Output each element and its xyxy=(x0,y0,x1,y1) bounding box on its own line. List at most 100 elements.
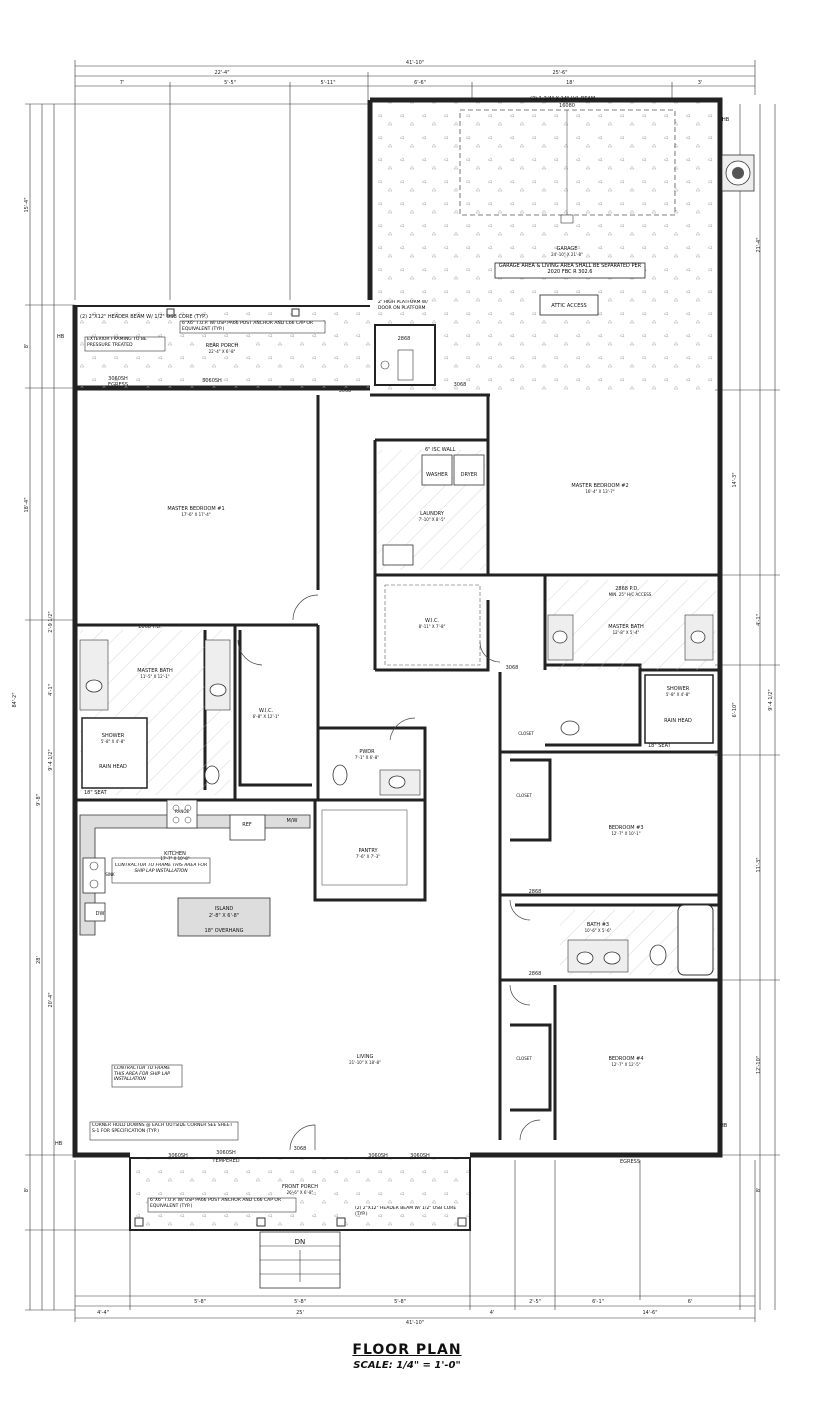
left-dim-label: 4'-1" xyxy=(48,684,54,696)
attic-access: ATTIC ACCESS xyxy=(551,303,586,309)
dim-bottom-d5: 14'-6" xyxy=(642,1310,657,1316)
sink-icon xyxy=(209,683,227,697)
washer xyxy=(421,454,453,486)
front-porch-name: FRONT PORCH xyxy=(282,1184,318,1190)
floor-drain-icon xyxy=(380,360,390,370)
kitchen-note: CONTRACTOR TO FRAME THIS AREA FOR SHIP L… xyxy=(114,863,208,874)
egress-rear-1: EGRESS xyxy=(108,382,128,388)
right-dimension-lines xyxy=(715,104,780,1310)
master-bedroom-1-name: MASTER BEDROOM #1 xyxy=(167,506,224,512)
right-dim-label: 8' xyxy=(756,1188,762,1193)
left-dimension-labels: 15'-4"8'18'-4"2'-9 1/2"84'-2"4'-1"9'-4 1… xyxy=(12,197,54,1192)
island-overhang: 18" OVERHANG xyxy=(205,928,244,934)
shower-left-name: SHOWER xyxy=(102,733,125,739)
sink-icon xyxy=(603,951,621,965)
holddown-note: CORNER HOLD DOWNS @ EACH OUTSIDE CORNER … xyxy=(92,1123,233,1134)
right-dim-label: 14'-3" xyxy=(732,472,738,487)
left-dim-label: 9'-8" xyxy=(36,794,42,806)
wic-upper-name: W.I.C. xyxy=(425,618,440,624)
door-swings xyxy=(237,594,541,1151)
master-bedroom-2-size: 16'-4" X 13'-7" xyxy=(585,489,614,494)
rain-head-left: RAIN HEAD xyxy=(99,764,127,770)
dim-bottom-d2: 25' xyxy=(296,1310,304,1316)
garage-separation-note: GARAGE AREA & LIVING AREA SHALL BE SEPAR… xyxy=(498,263,642,275)
holddown-note-box: CORNER HOLD DOWNS @ EACH OUTSIDE CORNER … xyxy=(92,1123,233,1134)
bedroom-3-name: BEDROOM #3 xyxy=(608,825,643,831)
toilet-icon xyxy=(204,765,220,785)
door-bath3: 2868 xyxy=(529,889,542,895)
door-wic: 3068 xyxy=(506,665,519,671)
closet-1-label: CLOSET xyxy=(516,793,532,798)
front-porch xyxy=(129,1157,471,1289)
shower-left xyxy=(81,717,148,789)
master-bath-left-size: 11'-5" X 12'-1" xyxy=(140,674,169,679)
washer-label: WASHER xyxy=(426,472,448,478)
door-garage: 3068 xyxy=(454,382,467,388)
sink-label: SINK xyxy=(105,872,115,877)
sink-icon xyxy=(388,775,406,789)
tempered-label: TEMPERED xyxy=(211,1158,239,1164)
dim-bottom-d3: 4' xyxy=(490,1310,495,1316)
platform-note-box: 2' HIGH PLATFORM W/ DOOR ON PLATFORM xyxy=(378,300,428,311)
garage-size: 24'-10" X 21'-8" xyxy=(551,252,583,257)
toilet-icon xyxy=(332,764,348,786)
bath-3-size: 10'-6" X 5'-6" xyxy=(585,928,612,933)
front-header-note-box: (2) 2"X12" HEADER BEAM W/ 1/2" OSB CORE … xyxy=(355,1206,457,1217)
rear-post-note: 6"X6" T.U.P. W/ USP PA66 POST ANCHOR AND… xyxy=(182,321,314,332)
pd-door-label: 2868 P.D. xyxy=(615,586,639,592)
garage-name: GARAGE xyxy=(557,246,578,252)
garage-beam-note: (2) 1-3/4" X 14" LVL BEAM xyxy=(530,96,595,102)
window-front-6: 3060SH xyxy=(620,1153,640,1159)
pwdr-name: PWDR xyxy=(359,749,375,755)
dim-bottom-right1: 6'-1" xyxy=(592,1299,604,1305)
sink-icon xyxy=(85,679,103,693)
toilet-icon xyxy=(649,944,667,966)
rain-head-right: RAIN HEAD xyxy=(664,718,692,724)
laundry-name: LAUNDRY xyxy=(420,511,445,517)
shower-right-size: 5'-8" X 4'-8" xyxy=(666,692,690,697)
living-note-box: CONTRACTOR TO FRAME THIS AREA FOR SHIP L… xyxy=(114,1066,171,1082)
bedroom-3-size: 12'-7" X 10'-1" xyxy=(611,831,640,836)
bedroom-4-name: BEDROOM #4 xyxy=(608,1056,643,1062)
master-bath-left-name: MASTER BATH xyxy=(137,668,173,674)
living-note: CONTRACTOR TO FRAME THIS AREA FOR SHIP L… xyxy=(114,1066,171,1082)
left-dim-label: 84'-2" xyxy=(12,692,18,707)
front-post-note: 6"X6" T.U.P. W/ USP PA66 POST ANCHOR AND… xyxy=(150,1198,282,1209)
kitchen-note-box: CONTRACTOR TO FRAME THIS AREA FOR SHIP L… xyxy=(114,863,208,874)
platform-note: 2' HIGH PLATFORM W/ DOOR ON PLATFORM xyxy=(378,300,428,311)
wic-left-size: 6'-8" X 12'-1" xyxy=(253,714,280,719)
range-label: RANGE xyxy=(175,809,189,814)
garage-separation-note-box: GARAGE AREA & LIVING AREA SHALL BE SEPAR… xyxy=(498,263,642,275)
water-heater xyxy=(397,349,414,381)
right-dim-label: 9'-4 1/2" xyxy=(768,689,774,710)
laundry-size: 7'-10" X 8'-5" xyxy=(419,517,446,522)
holddown-note-frame xyxy=(89,1121,239,1141)
door-bath3-b: 2868 xyxy=(529,971,542,977)
window-front-3: 3060SH xyxy=(368,1153,388,1159)
door-master-pd: 2868 P.D. xyxy=(138,624,162,630)
rear-porch-name: REAR PORCH xyxy=(206,343,239,349)
master-bedroom-2-name: MASTER BEDROOM #2 xyxy=(571,483,628,489)
stairs-down-label: DN xyxy=(295,1238,306,1246)
rear-porch xyxy=(75,305,370,388)
drawing-title: FLOOR PLAN xyxy=(352,1342,462,1358)
left-dim-label: 15'-4" xyxy=(24,197,30,212)
front-header-note: (2) 2"X12" HEADER BEAM W/ 1/2" OSB CORE … xyxy=(355,1206,457,1217)
sink-icon xyxy=(552,630,568,644)
seat-left: 18" SEAT xyxy=(84,790,108,796)
shower-right-name: SHOWER xyxy=(667,686,690,692)
closet-2-label: CLOSET xyxy=(516,1056,532,1061)
rear-header-note: (2) 2"X12" HEADER BEAM W/ 1/2" OSB CORE … xyxy=(80,314,208,320)
bathtub xyxy=(677,904,714,976)
bottom-dimension-lines xyxy=(74,1160,756,1322)
dim-top-d6: 3' xyxy=(698,80,703,86)
dim-top-left: 22'-4" xyxy=(214,70,229,76)
pantry-shelves xyxy=(321,809,408,886)
dim-top-d4: 6'-6" xyxy=(414,80,426,86)
master-bath-right-name: MASTER BATH xyxy=(608,624,644,630)
wic-left-name: W.I.C. xyxy=(259,708,274,714)
rear-ext-note-box: EXTERIOR FRAMING TO BE PRESSURE TREATED xyxy=(87,337,147,348)
kitchen-size: 17'-7" X 10'-8" xyxy=(160,856,189,861)
pantry-name: PANTRY xyxy=(358,848,378,854)
dim-bottom-porch2: 5'-8" xyxy=(294,1299,306,1305)
